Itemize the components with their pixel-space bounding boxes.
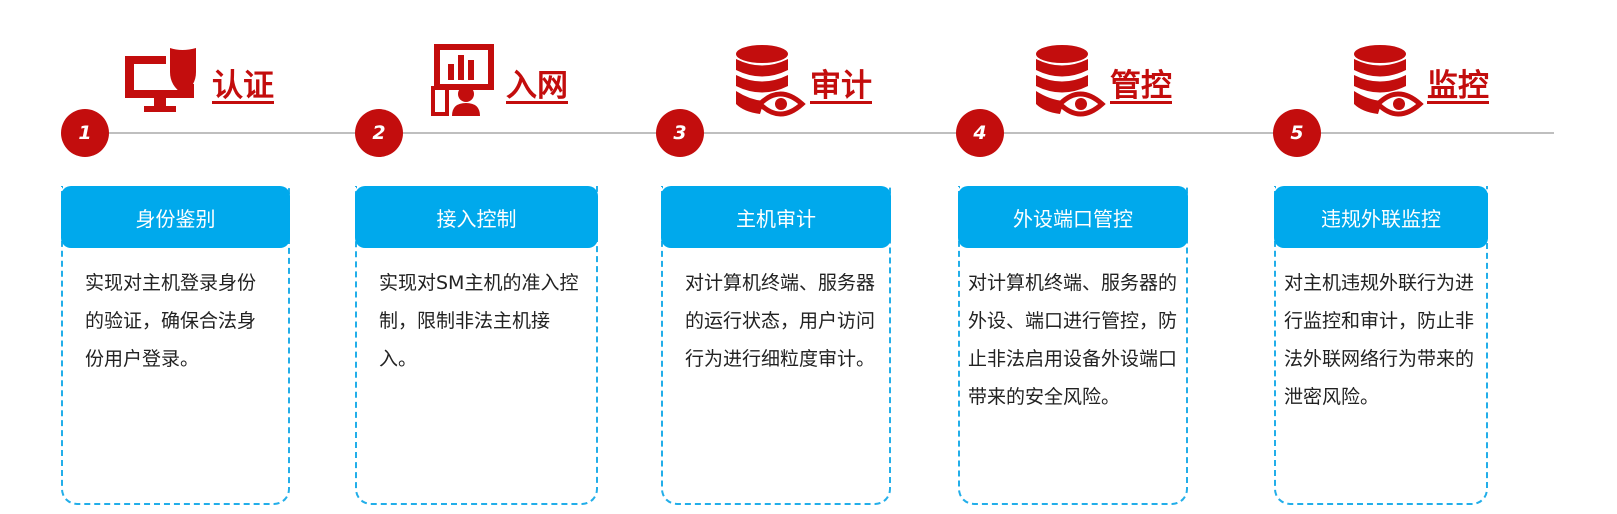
timeline-connector-line	[64, 132, 1554, 134]
database-eye-icon	[1348, 42, 1428, 118]
step-card: 违规外联监控 对主机违规外联行为进行监控和审计，防止非法外联网络行为带来的泄密风…	[1274, 186, 1488, 505]
step-number-badge: 3	[656, 109, 704, 157]
step-number-badge: 5	[1273, 109, 1321, 157]
card-description: 对计算机终端、服务器的外设、端口进行管控，防止非法启用设备外设端口带来的安全风险…	[968, 272, 1178, 408]
card-title: 违规外联监控	[1274, 186, 1488, 248]
step-number-badge: 1	[61, 109, 109, 157]
step-heading: 入网	[506, 68, 568, 104]
step-heading: 管控	[1110, 68, 1172, 104]
step-card: 主机审计 对计算机终端、服务器的运行状态，用户访问行为进行细粒度审计。	[661, 186, 891, 505]
step-heading: 监控	[1427, 68, 1489, 104]
step-card: 接入控制 实现对SM主机的准入控制，限制非法主机接入。	[355, 186, 598, 505]
step-number-badge: 2	[355, 109, 403, 157]
database-eye-icon	[1030, 42, 1110, 118]
database-eye-icon	[730, 42, 810, 118]
monitor-shield-icon	[120, 42, 200, 118]
step-card: 身份鉴别 实现对主机登录身份的验证，确保合法身份用户登录。	[61, 186, 290, 505]
card-description: 对计算机终端、服务器的运行状态，用户访问行为进行细粒度审计。	[685, 272, 876, 370]
card-title: 身份鉴别	[61, 186, 290, 248]
step-number-badge: 4	[956, 109, 1004, 157]
card-title: 接入控制	[355, 186, 598, 248]
card-title: 外设端口管控	[958, 186, 1188, 248]
card-description: 对主机违规外联行为进行监控和审计，防止非法外联网络行为带来的泄密风险。	[1284, 272, 1475, 408]
card-title: 主机审计	[661, 186, 891, 248]
step-heading: 审计	[810, 68, 872, 104]
card-description: 实现对主机登录身份的验证，确保合法身份用户登录。	[85, 272, 257, 370]
network-access-icon	[430, 42, 510, 118]
step-heading: 认证	[212, 68, 274, 104]
card-description: 实现对SM主机的准入控制，限制非法主机接入。	[379, 272, 579, 370]
step-card: 外设端口管控 对计算机终端、服务器的外设、端口进行管控，防止非法启用设备外设端口…	[958, 186, 1188, 505]
